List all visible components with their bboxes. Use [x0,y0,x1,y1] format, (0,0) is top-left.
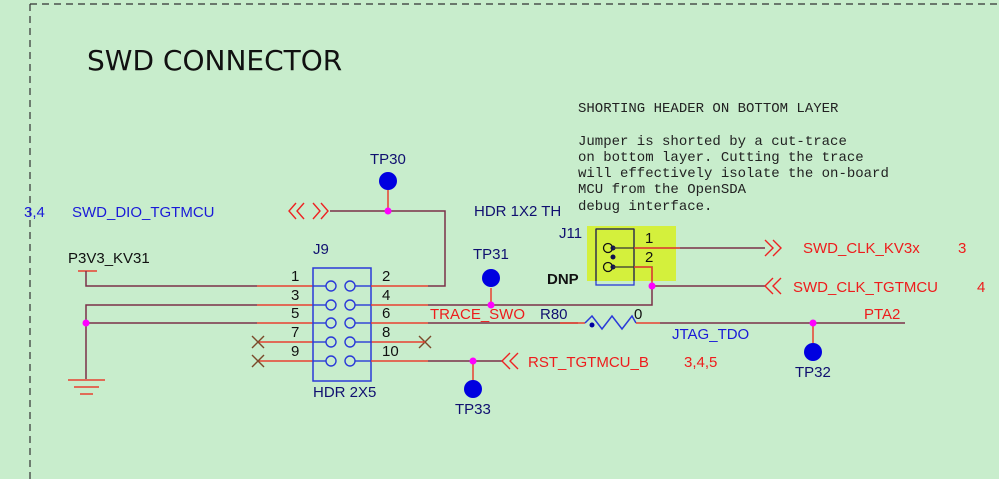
jtag-tdo-net-label: JTAG_TDO [672,326,749,343]
power-net-label: P3V3_KV31 [68,250,150,267]
j9-pin-numbers: 1 3 5 7 9 2 4 6 8 10 [291,268,399,360]
output-port-icon [764,239,782,257]
swd-clk-kv3x-net-label: SWD_CLK_KV3x [803,240,920,257]
svg-text:4: 4 [382,287,390,304]
pta2-net-label: PTA2 [864,306,900,323]
note-block: SHORTING HEADER ON BOTTOM LAYER Jumper i… [578,101,889,215]
j11-ref: J11 [559,225,582,242]
dnp-label: DNP [547,271,579,288]
swd-clk-tgtmcu-page-ref: 4 [977,279,985,296]
note-line: on bottom layer. Cutting the trace [578,150,864,166]
swd-clk-tgtmcu-net-label: SWD_CLK_TGTMCU [793,279,938,296]
input-port-icon [501,352,519,370]
note-heading: SHORTING HEADER ON BOTTOM LAYER [578,101,839,117]
wire-gnd [85,304,257,379]
junction-dot [487,301,495,309]
j11-pin-1: 1 [645,230,653,247]
testpoint-tp32-icon[interactable] [804,343,822,361]
testpoint-tp31-icon[interactable] [482,269,500,287]
junction-dot [809,319,817,327]
swd-dio-net-label: SWD_DIO_TGTMCU [72,204,215,221]
junction-dot [648,282,656,290]
r80-ref: R80 [540,306,568,323]
sheet-title: SWD CONNECTOR [87,44,342,77]
resistor-r80-icon[interactable] [584,314,637,331]
no-connect-icon [251,335,432,368]
testpoint-tp33-icon[interactable] [464,380,482,398]
j11-value: HDR 1X2 TH [474,203,561,220]
svg-text:8: 8 [382,324,390,341]
svg-text:6: 6 [382,305,390,322]
j11-pin-2: 2 [645,249,653,266]
wire-power [85,271,257,287]
j9-value: HDR 2X5 [313,384,376,401]
svg-text:7: 7 [291,324,299,341]
svg-text:3: 3 [291,287,299,304]
note-line: MCU from the OpenSDA [578,182,747,198]
testpoint-tp30-icon[interactable] [379,172,397,190]
trace-swo-net-label: TRACE_SWO [430,306,525,323]
note-line: debug interface. [578,199,712,215]
swd-dio-page-ref: 3,4 [24,204,45,221]
junction-dot [384,207,392,215]
svg-text:5: 5 [291,305,299,322]
svg-text:2: 2 [382,268,390,285]
svg-text:1: 1 [291,268,299,285]
wire-swd-clk-tgtmcu [428,286,653,306]
rst-page-ref: 3,4,5 [684,354,717,371]
tp32-label: TP32 [795,364,831,381]
svg-text:9: 9 [291,343,299,360]
bidirectional-port-icon [288,202,329,220]
note-line: will effectively isolate the on-board [578,166,889,182]
r80-value: 0 [634,306,642,323]
jumper-j11[interactable] [587,226,680,286]
ground-icon [68,379,105,395]
tp30-label: TP30 [370,151,406,168]
swd-clk-kv3x-page-ref: 3 [958,240,966,257]
svg-text:10: 10 [382,343,399,360]
rst-net-label: RST_TGTMCU_B [528,354,649,371]
junction-dot [469,357,477,365]
tp31-label: TP31 [473,246,509,263]
junction-dot [82,319,90,327]
note-line: Jumper is shorted by a cut-trace [578,134,847,150]
tp33-label: TP33 [455,401,491,418]
j9-ref: J9 [313,241,329,258]
input-port-icon [764,277,782,295]
connector-j9[interactable] [312,267,372,382]
